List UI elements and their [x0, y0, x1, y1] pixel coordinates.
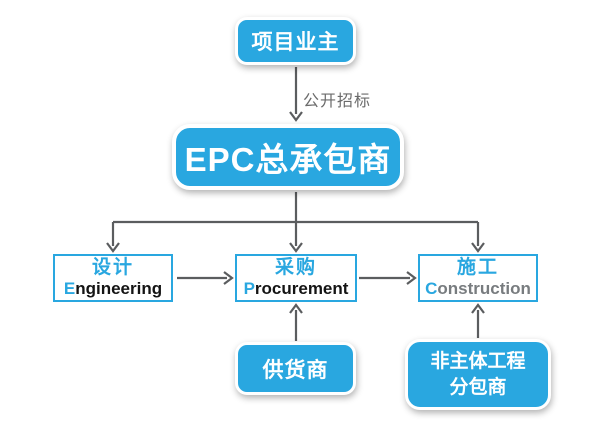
arrowhead-procurement-to-construction	[406, 271, 417, 285]
subcontractor-label-line2: 分包商	[449, 376, 507, 398]
node-construction: 施工 Construction	[418, 254, 538, 302]
node-epc-general-contractor: EPC总承包商	[172, 124, 404, 190]
engineering-zh-label: 设计	[91, 256, 134, 278]
arrowhead-to-construction	[471, 242, 485, 253]
procurement-en-initial: P	[243, 278, 255, 298]
procurement-zh-label: 采购	[274, 256, 317, 278]
procurement-en-label: Procurement	[244, 279, 349, 299]
node-supplier: 供货商	[235, 342, 356, 395]
construction-zh-label: 施工	[456, 256, 499, 278]
supplier-label: 供货商	[262, 358, 329, 382]
node-subcontractor: 非主体工程 分包商	[405, 339, 551, 410]
engineering-en-label: Engineering	[64, 279, 162, 299]
node-project-owner: 项目业主	[235, 17, 356, 65]
arrowhead-engineering-to-procurement	[223, 271, 234, 285]
arrowhead-owner-to-epc	[289, 111, 303, 122]
node-engineering: 设计 Engineering	[53, 254, 173, 302]
construction-en-rest: onstruction	[437, 278, 531, 298]
edge-label-public-bidding: 公开招标	[303, 93, 372, 110]
engineering-en-initial: E	[63, 278, 76, 298]
procurement-en-rest: rocurement	[254, 278, 349, 298]
construction-en-label: Construction	[425, 279, 531, 299]
arrowhead-to-engineering	[106, 242, 120, 253]
epc-contractor-label: EPC总承包商	[184, 141, 392, 178]
arrowhead-supplier-to-procurement	[289, 303, 303, 314]
project-owner-label: 项目业主	[251, 31, 340, 54]
node-procurement: 采购 Procurement	[235, 254, 357, 302]
subcontractor-label-line1: 非主体工程	[430, 350, 526, 372]
arrowhead-to-procurement	[289, 242, 303, 253]
construction-en-initial: C	[425, 278, 438, 298]
engineering-en-rest: ngineering	[75, 278, 163, 298]
arrowhead-subcontractor-to-construction	[471, 303, 485, 314]
